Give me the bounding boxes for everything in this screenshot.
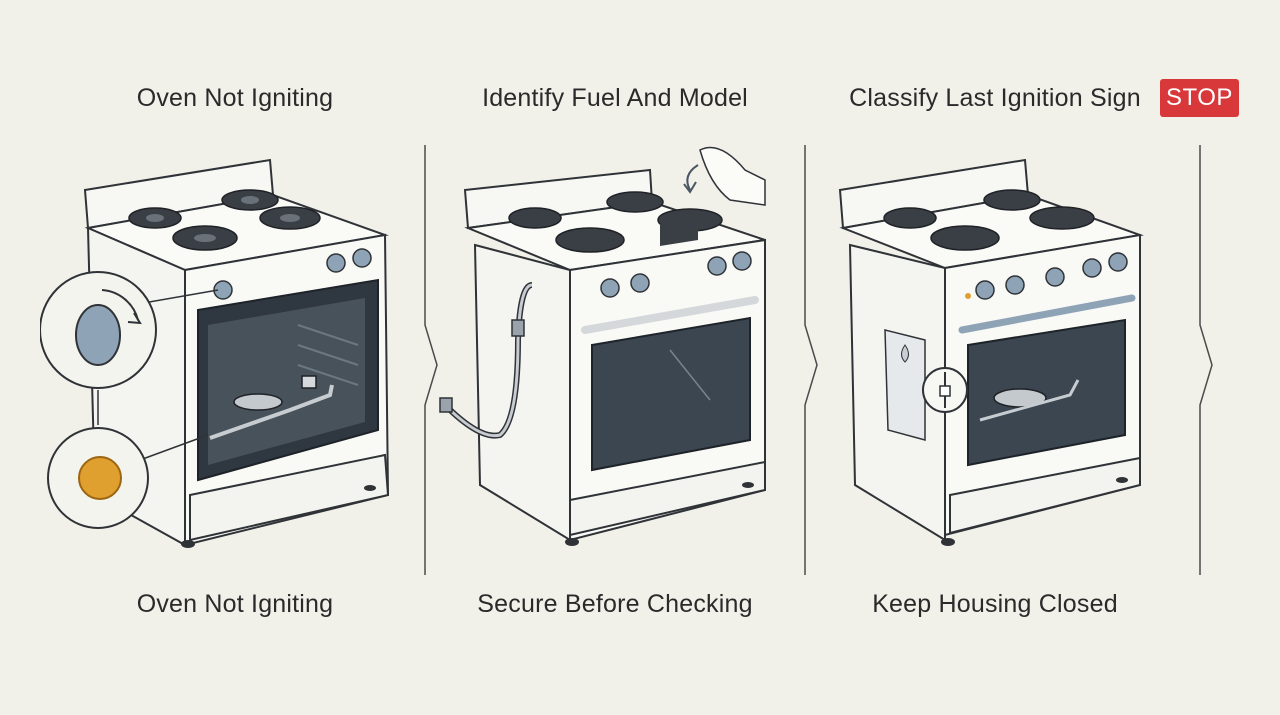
oven-illustration-2 [439, 146, 766, 546]
knob-icon [600, 251, 752, 298]
step-3-title: Classify Last Ignition Sign [849, 84, 1141, 112]
control-display [660, 217, 698, 246]
flame-icon [901, 344, 909, 363]
step-1-caption: Oven Not Igniting [136, 590, 334, 618]
oven-illustration-1 [40, 158, 390, 548]
stop-badge: STOP [1160, 79, 1239, 117]
step-panel-2: Identify Fuel And Model [420, 0, 810, 715]
step-panel-3: Classify Last Ignition Sign [800, 0, 1190, 715]
step-separator [424, 145, 438, 575]
step-3-caption: Keep Housing Closed [872, 590, 1118, 618]
arrow-down-icon [686, 164, 699, 191]
knob-icon [975, 252, 1128, 300]
glow-indicator-icon [78, 456, 122, 500]
oven-illustration-3 [838, 158, 1144, 546]
gas-valve-icon [439, 397, 453, 413]
step-2-title: Identify Fuel And Model [482, 84, 748, 112]
step-2-caption: Secure Before Checking [477, 590, 753, 618]
access-panel [884, 329, 926, 441]
step-separator [1199, 145, 1213, 575]
hand-icon [699, 146, 766, 206]
step-1-title: Oven Not Igniting [136, 84, 334, 112]
step-panel-1: Oven Not Igniting [40, 0, 430, 715]
step-separator [804, 145, 818, 575]
